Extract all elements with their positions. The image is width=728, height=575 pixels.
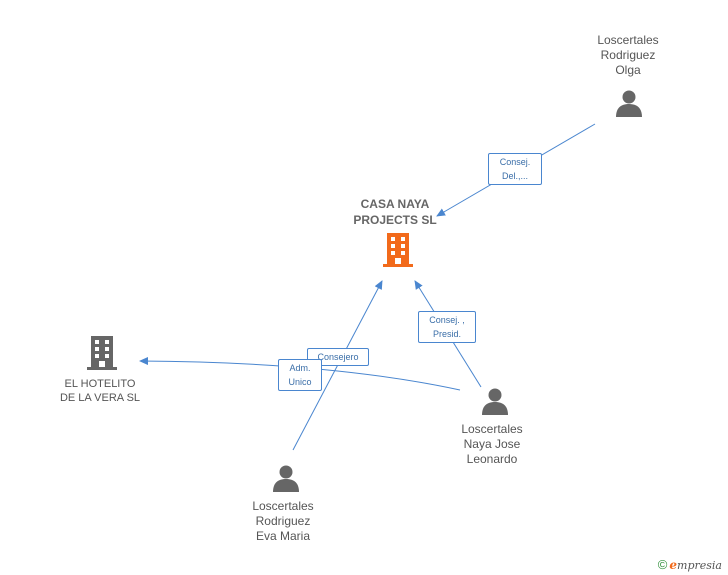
edge-label-jose-main[interactable]: Consej. , Presid. [418,311,476,343]
person-icon[interactable] [480,386,510,416]
building-icon[interactable] [85,335,119,371]
copyright-symbol: © [657,557,668,572]
person-olga-label[interactable]: Loscertales Rodriguez Olga [597,33,659,77]
empresia-logo[interactable]: ©empresia [657,557,722,572]
person-eva-label[interactable]: Loscertales Rodriguez Eva Maria [252,499,314,543]
edge-label-eva-other[interactable]: Adm. Unico [278,359,322,391]
other-company-label[interactable]: EL HOTELITO DE LA VERA SL [59,378,141,404]
main-company-label[interactable]: CASA NAYA PROJECTS SL [353,197,437,227]
person-icon[interactable] [614,88,644,118]
building-icon[interactable] [381,232,415,268]
edge-label-olga-main[interactable]: Consej. Del.,... [488,153,542,185]
person-icon[interactable] [271,463,301,493]
person-jose-label[interactable]: Loscertales Naya Jose Leonardo [461,422,523,466]
edge-label-jose-other[interactable]: Consejero [307,348,369,366]
